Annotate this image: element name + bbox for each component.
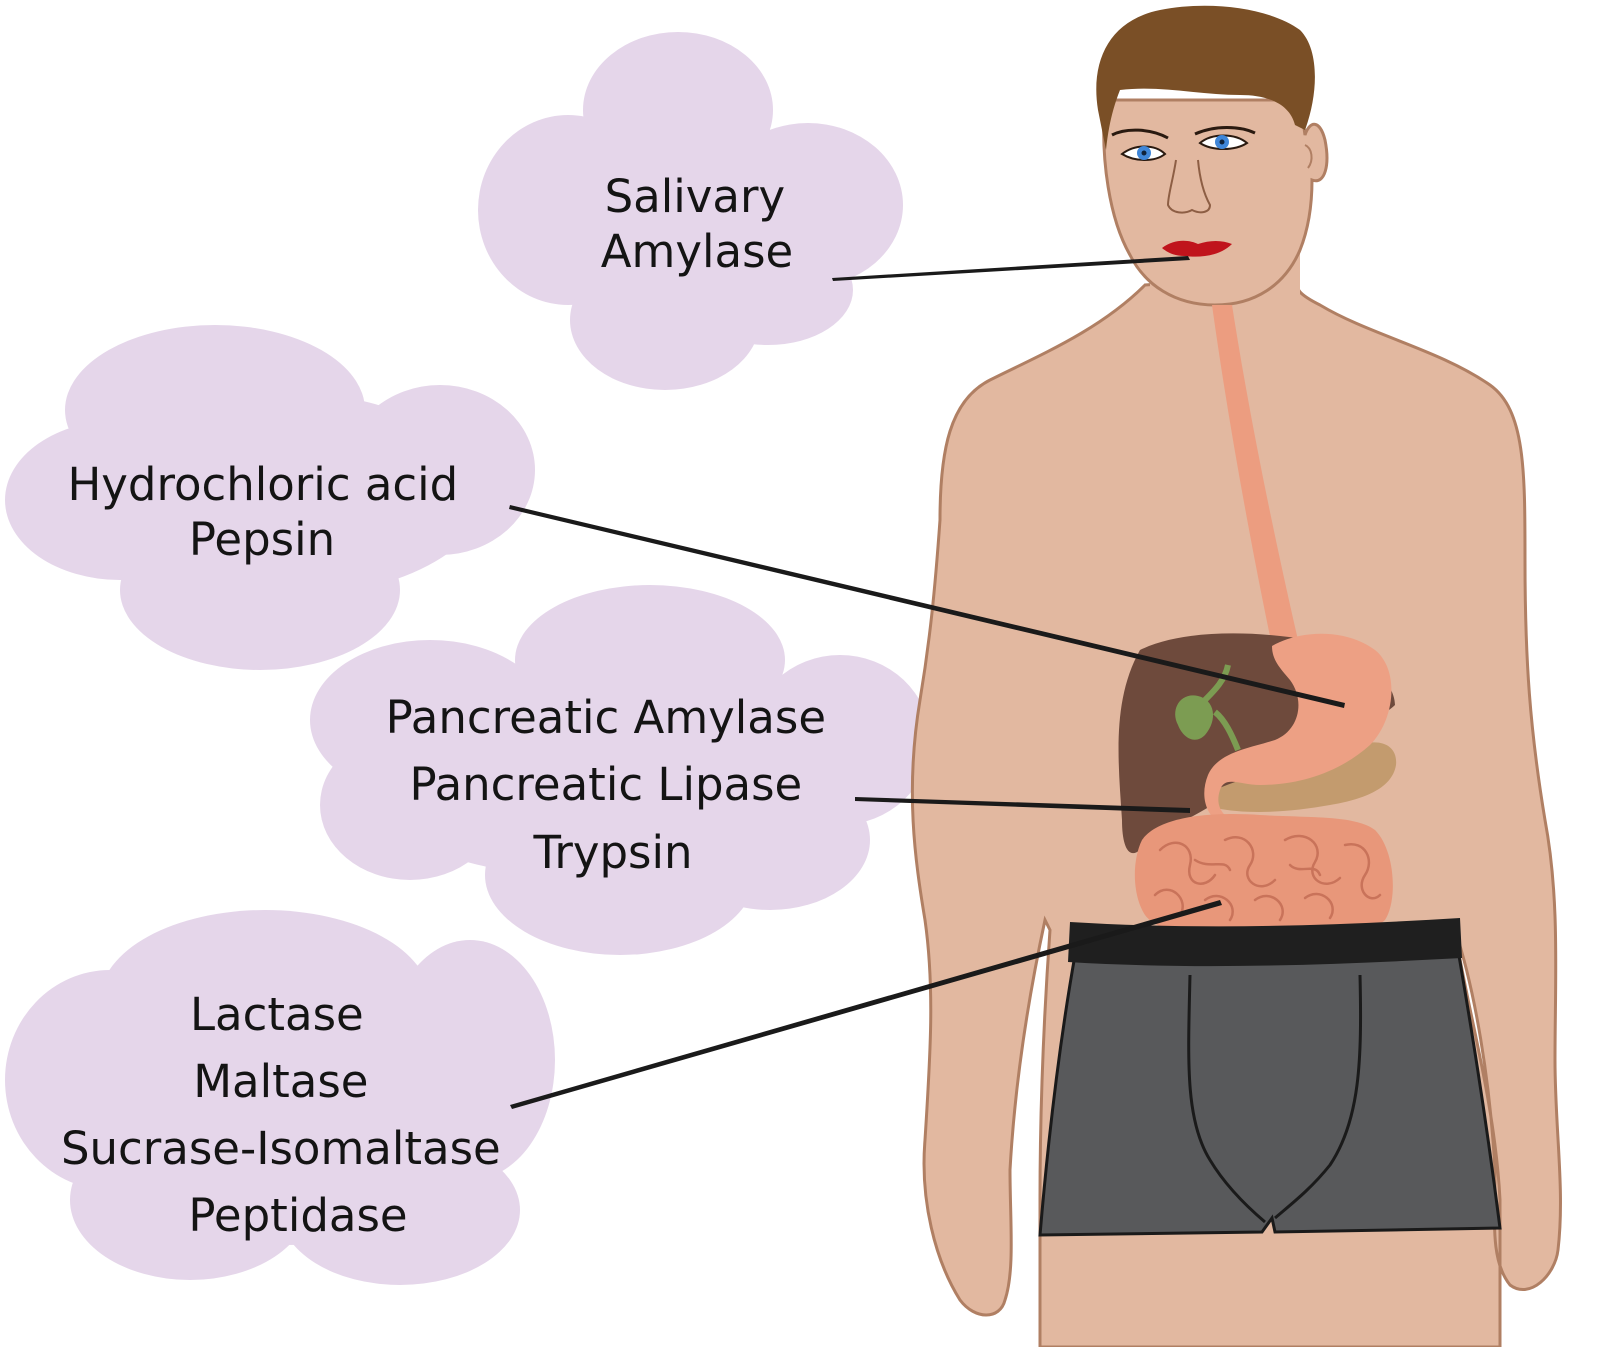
leader-line-small-intestine	[510, 900, 1222, 1109]
callout-pancreas-text: Pancreatic Amylase Pancreatic Lipase Try…	[386, 691, 841, 879]
callout-small-intestine-line-3: Sucrase-Isomaltase	[61, 1122, 501, 1175]
waistband	[1068, 918, 1462, 967]
gallbladder	[1175, 695, 1214, 740]
esophagus	[1212, 305, 1298, 646]
cloud-small-intestine	[5, 910, 555, 1285]
bile-duct	[1202, 664, 1241, 752]
stomach	[1204, 633, 1392, 825]
cloud-pancreas	[310, 585, 930, 955]
callout-small-intestine-line-2: Maltase	[193, 1055, 368, 1108]
callout-stomach-line-1: Hydrochloric acid	[67, 458, 458, 511]
callout-mouth-line-2: Amylase	[601, 225, 793, 278]
callout-stomach-line-2: Pepsin	[189, 513, 335, 566]
leader-lines	[509, 256, 1345, 1109]
left-eye	[1120, 145, 1167, 161]
leader-line-stomach	[509, 505, 1345, 708]
callout-small-intestine-line-4: Peptidase	[188, 1189, 407, 1242]
small-intestine	[1134, 814, 1393, 935]
callout-mouth-line-1: Salivary	[605, 170, 785, 223]
right-eyebrow	[1194, 126, 1256, 136]
shorts-fly	[1187, 974, 1363, 1224]
callout-small-intestine-text: Lactase Maltase Sucrase-Isomaltase Pepti…	[61, 988, 515, 1242]
callout-pancreas-line-3: Trypsin	[532, 826, 692, 879]
leader-line-mouth	[832, 256, 1190, 281]
ear	[1304, 144, 1313, 169]
shorts	[1038, 948, 1502, 1237]
hair	[1096, 5, 1315, 151]
lips	[1162, 240, 1232, 257]
right-eye	[1198, 134, 1249, 150]
nose	[1166, 159, 1212, 214]
callout-mouth-text: Salivary Amylase	[601, 170, 800, 278]
callout-stomach-text: Hydrochloric acid Pepsin	[67, 458, 472, 566]
cloud-stomach	[5, 325, 535, 670]
cloud-mouth	[478, 32, 903, 390]
callout-pancreas-line-2: Pancreatic Lipase	[409, 758, 802, 811]
callout-small-intestine-line-1: Lactase	[190, 988, 364, 1041]
human-figure	[910, 5, 1562, 1347]
left-eyebrow	[1111, 128, 1169, 140]
leader-line-pancreas	[855, 797, 1190, 813]
callout-pancreas-line-1: Pancreatic Amylase	[386, 691, 826, 744]
